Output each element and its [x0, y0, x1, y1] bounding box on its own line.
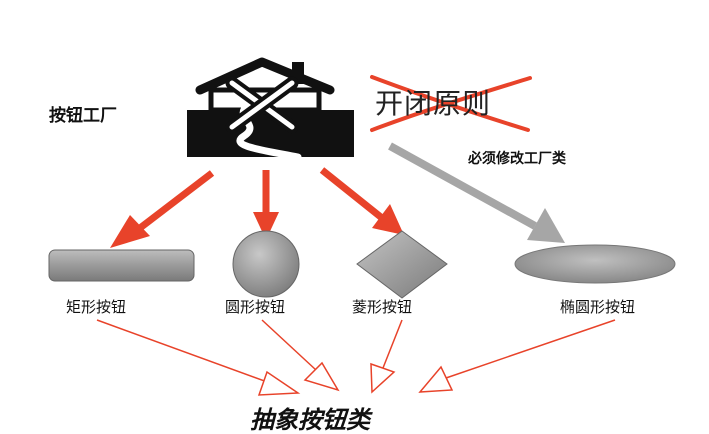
rect-button-shape [48, 249, 195, 282]
red-arrow-to-rect [110, 170, 215, 248]
open-closed-principle-text: 开闭原则 [375, 87, 492, 120]
abstract-button-class-label: 抽象按钮类 [250, 406, 370, 434]
ellipse-button-shape [514, 244, 676, 284]
inherit-arrow-from-rect [96, 319, 301, 396]
diamond-button-label: 菱形按钮 [352, 298, 413, 316]
red-arrow-to-circle [253, 170, 279, 240]
circle-button-shape [232, 230, 300, 298]
red-x-cross-icon [370, 75, 532, 132]
factory-building-icon [187, 57, 354, 161]
ellipse-button-label: 椭圆形按钮 [560, 298, 636, 316]
modify-factory-label: 必须修改工厂类 [468, 151, 566, 167]
inherit-arrow-from-ellipse [418, 319, 616, 393]
inherit-arrow-from-circle [261, 319, 340, 392]
diamond-button-shape [356, 230, 448, 299]
circle-button-label: 圆形按钮 [225, 298, 286, 316]
factory-label: 按钮工厂 [49, 106, 117, 126]
red-arrow-to-diamond [319, 167, 404, 235]
rect-button-label: 矩形按钮 [66, 298, 127, 316]
crossed-beams-icon [225, 76, 299, 134]
inherit-arrow-from-diamond [370, 319, 403, 394]
gray-arrow-to-ellipse [388, 142, 565, 243]
